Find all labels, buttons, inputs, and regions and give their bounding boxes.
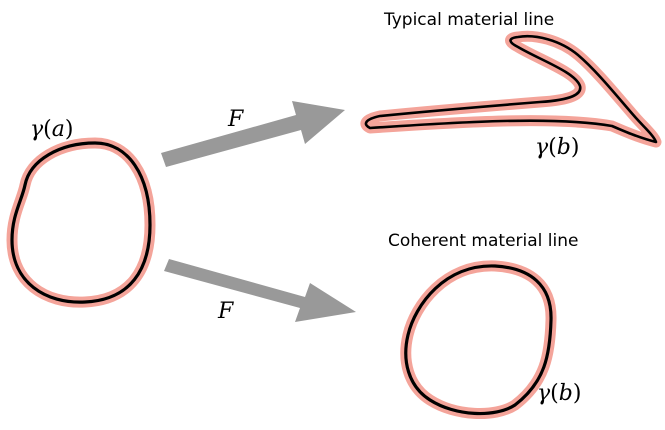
gamma-a-arg: a — [52, 117, 65, 142]
gamma-b-lower-arg: b — [559, 381, 573, 406]
gamma-b-lower-symbol: γ — [537, 381, 551, 406]
upper-arrow-shape — [161, 101, 345, 167]
gamma-b-lower-open: ( — [550, 381, 559, 406]
typical-material-line — [360, 30, 662, 148]
lower-map-label: F — [217, 299, 234, 324]
coherent-line-title: Coherent material line — [388, 231, 578, 251]
typical-curve — [364, 35, 658, 144]
lower-flow-arrow — [164, 259, 356, 322]
gamma-a-label: γ(a) — [30, 117, 73, 142]
gamma-b-lower-label: γ(b) — [537, 381, 581, 406]
coherent-material-line — [400, 260, 557, 419]
upper-flow-arrow — [161, 101, 345, 167]
lower-arrow-shape — [164, 259, 356, 322]
gamma-b-upper-open: ( — [548, 135, 557, 160]
gamma-a-close: ) — [65, 117, 74, 142]
typical-line-title: Typical material line — [383, 10, 554, 30]
gamma-b-lower-close: ) — [573, 381, 582, 406]
coherent-curve — [404, 264, 553, 416]
gamma-b-upper-arg: b — [557, 135, 571, 160]
upper-map-label: F — [227, 107, 244, 132]
gamma-b-upper-symbol: γ — [535, 135, 549, 160]
gamma-b-upper-label: γ(b) — [535, 135, 579, 160]
initial-curve — [10, 141, 152, 304]
gamma-a-open: ( — [43, 117, 52, 142]
gamma-b-upper-close: ) — [571, 135, 580, 160]
initial-material-line — [6, 137, 156, 308]
gamma-a-symbol: γ — [30, 117, 44, 142]
